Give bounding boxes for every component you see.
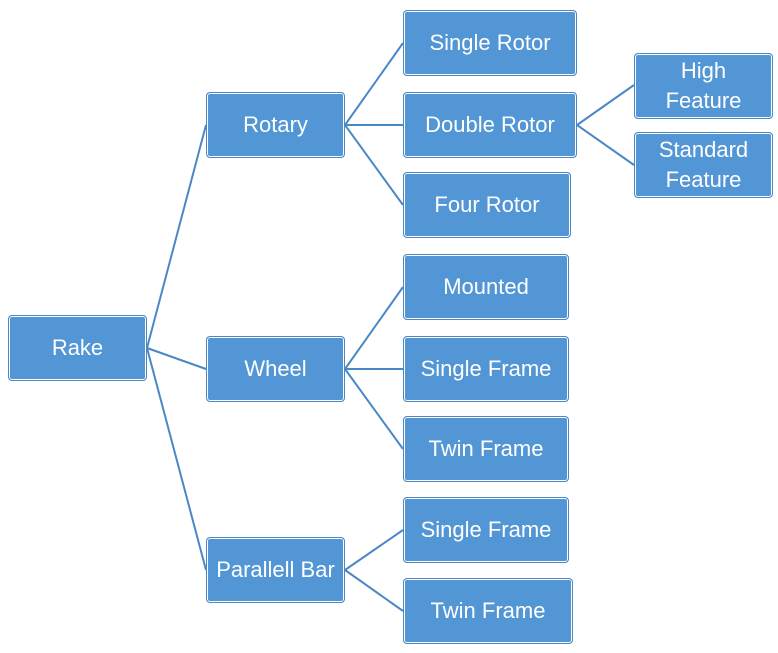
- node-parallel-bar-twin-frame: Twin Frame: [403, 578, 573, 644]
- connector-rake-wheel: [146, 347, 207, 370]
- node-parallel-bar-label: Parallell Bar: [216, 557, 335, 582]
- connector-double-rotor-high-feature: [576, 84, 635, 126]
- connector-wheel-mounted: [344, 286, 404, 370]
- connector-parallel-bar-twin-frame: [344, 569, 404, 612]
- node-standard-feature-label: Standard Feature: [658, 137, 749, 192]
- node-four-rotor: Four Rotor: [403, 172, 571, 238]
- connector-wheel-twin-frame: [344, 368, 404, 450]
- node-parallel-bar-single-frame-label: Single Frame: [420, 517, 552, 542]
- node-rotary: Rotary: [206, 92, 345, 158]
- connector-parallel-bar-single-frame: [344, 529, 404, 571]
- node-wheel: Wheel: [206, 336, 345, 402]
- node-parallel-bar: Parallell Bar: [206, 537, 345, 603]
- node-parallel-bar-single-frame: Single Frame: [403, 497, 569, 563]
- node-wheel-twin-frame-label: Twin Frame: [428, 436, 544, 461]
- node-mounted: Mounted: [403, 254, 569, 320]
- node-parallel-bar-twin-frame-label: Twin Frame: [430, 598, 546, 623]
- node-single-rotor: Single Rotor: [403, 10, 577, 76]
- node-single-rotor-label: Single Rotor: [429, 30, 551, 55]
- node-wheel-single-frame: Single Frame: [403, 336, 569, 402]
- node-high-feature: High Feature: [634, 53, 773, 119]
- node-rake: Rake: [8, 315, 147, 381]
- node-standard-feature: Standard Feature: [634, 132, 773, 198]
- connector-rake-parallel-bar: [146, 347, 207, 571]
- node-wheel-twin-frame: Twin Frame: [403, 416, 569, 482]
- node-double-rotor-label: Double Rotor: [425, 112, 555, 137]
- node-rotary-label: Rotary: [243, 112, 308, 137]
- connector-rotary-single-rotor: [344, 42, 404, 126]
- node-mounted-label: Mounted: [443, 274, 529, 299]
- node-rake-label: Rake: [51, 335, 104, 360]
- node-double-rotor: Double Rotor: [403, 92, 577, 158]
- node-four-rotor-label: Four Rotor: [434, 192, 540, 217]
- connector-rotary-four-rotor: [344, 124, 404, 206]
- node-high-feature-label: High Feature: [665, 58, 742, 113]
- node-wheel-label: Wheel: [244, 356, 307, 381]
- node-wheel-single-frame-label: Single Frame: [420, 356, 552, 381]
- connector-rake-rotary: [146, 124, 207, 349]
- connector-double-rotor-standard-feature: [576, 124, 635, 166]
